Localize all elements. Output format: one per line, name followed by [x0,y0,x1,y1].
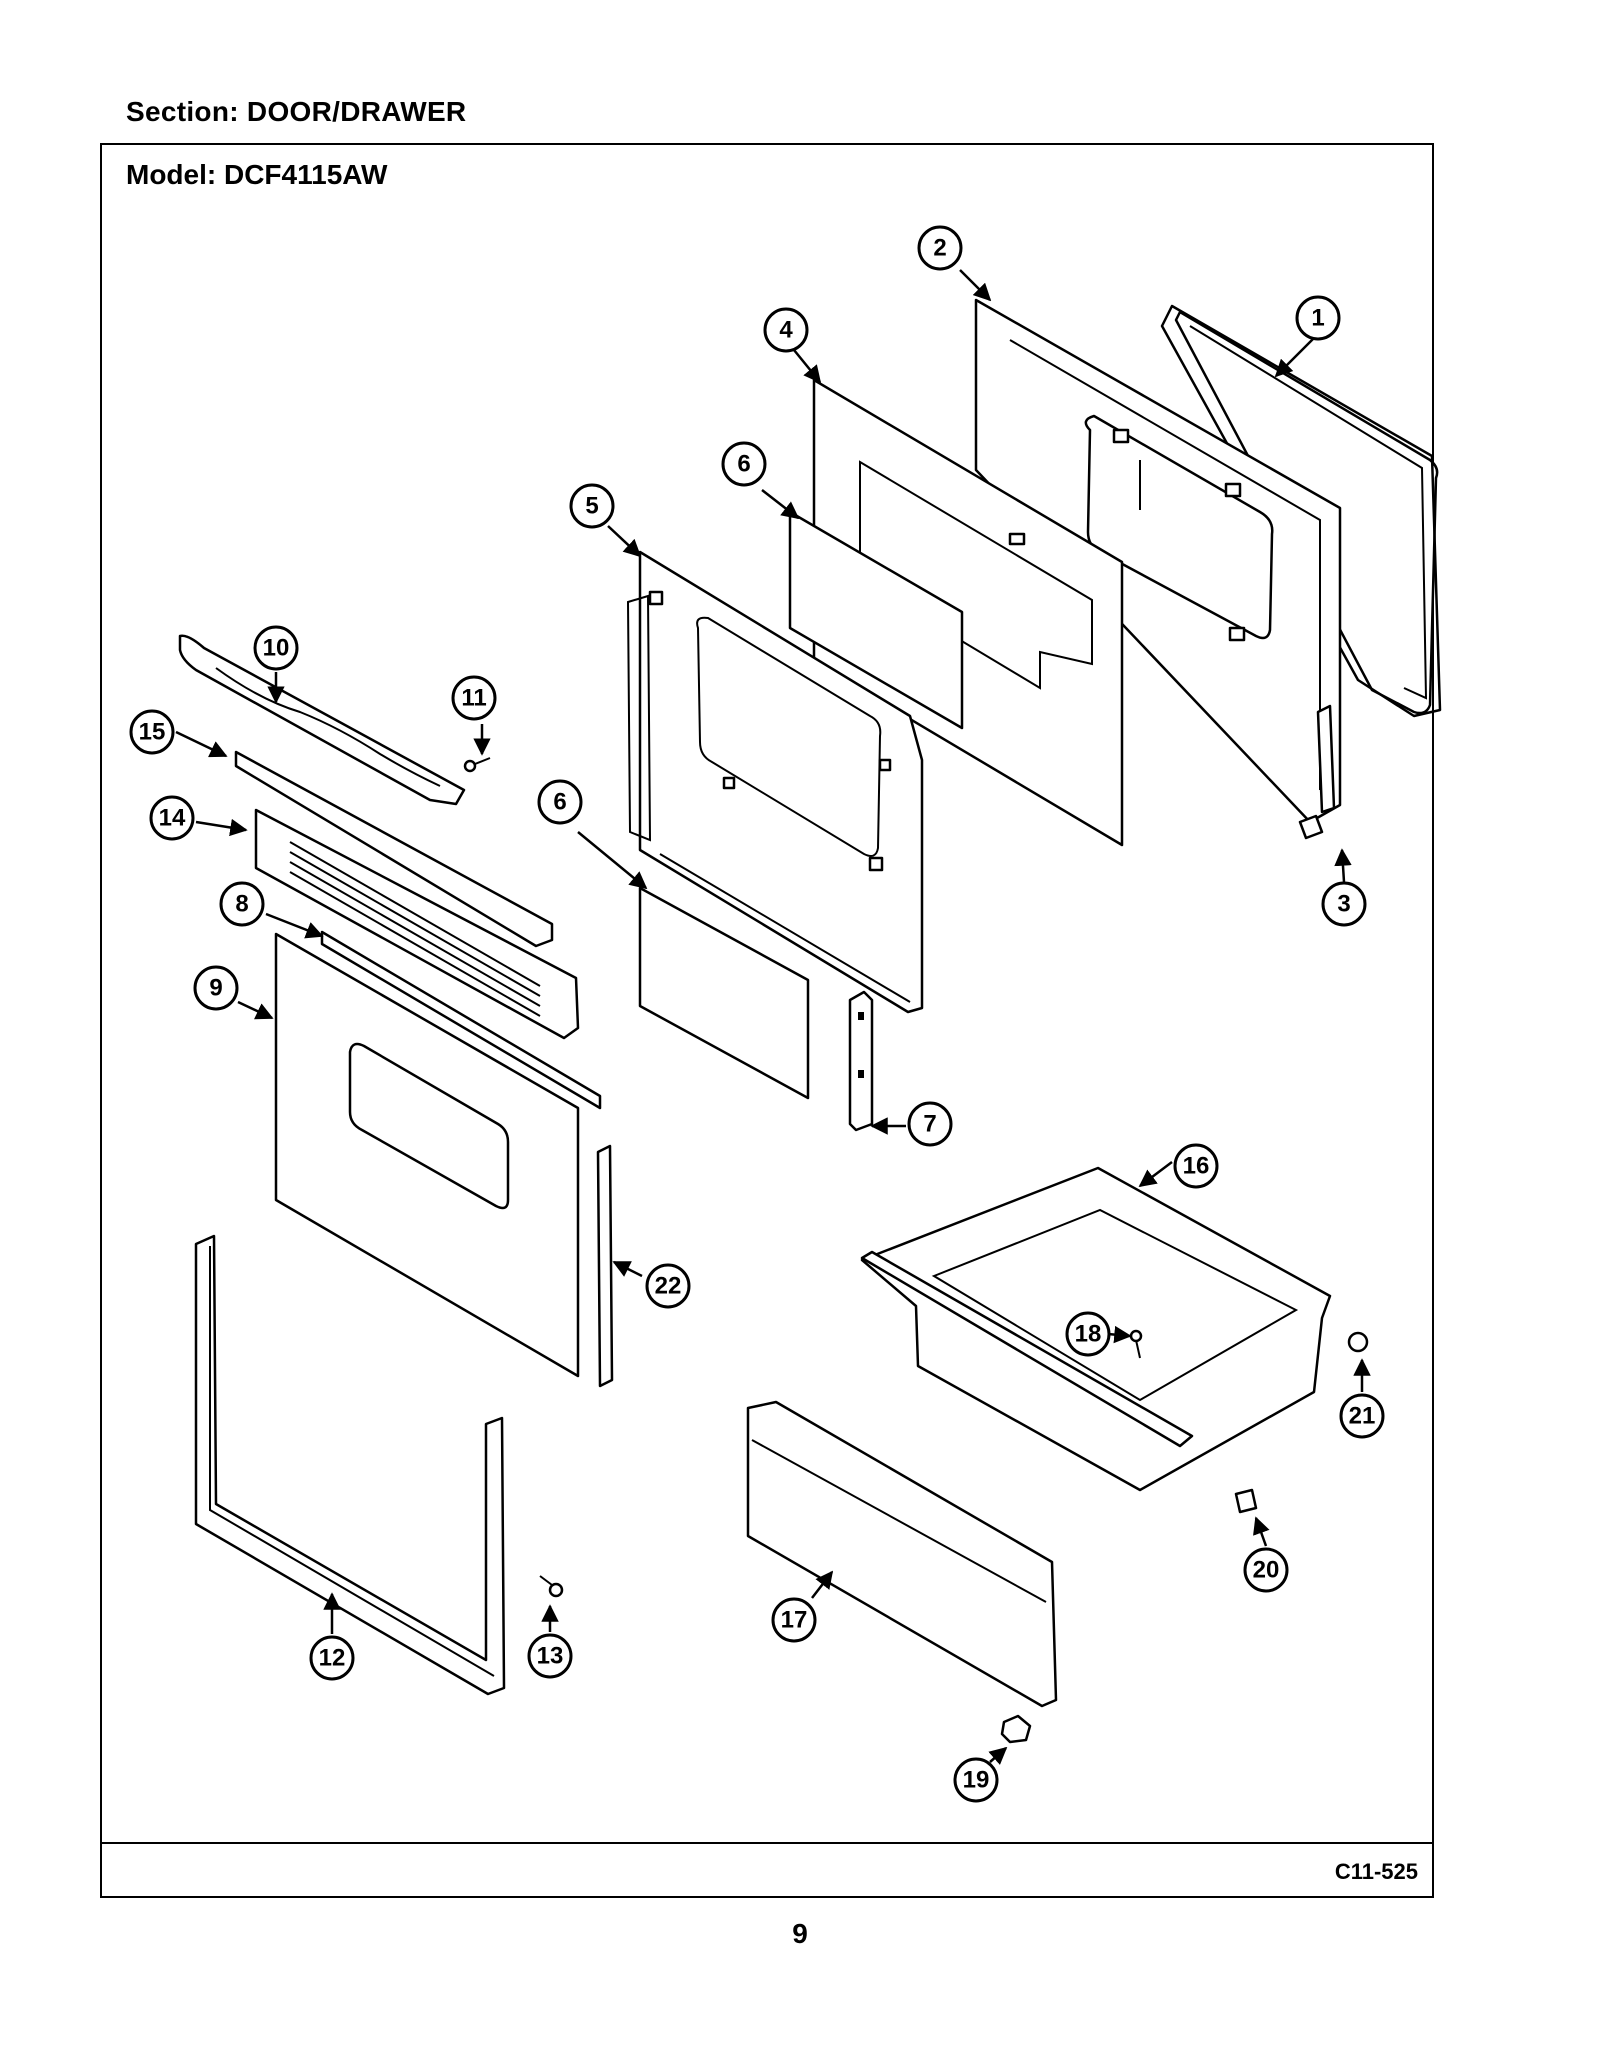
callout-20: 20 [1243,1547,1289,1593]
callout-1: 1 [1295,295,1341,341]
callout-19: 19 [953,1757,999,1803]
callout-13: 13 [527,1633,573,1679]
part-2-inner-door-panel [974,298,1342,824]
part-13-screw [539,1575,564,1598]
model-label: Model: DCF4115AW [126,159,388,190]
callout-16-label: 16 [1183,1153,1210,1180]
callout-9: 9 [193,965,239,1011]
callout-15: 15 [129,709,175,755]
callout-2: 2 [917,225,963,271]
section-title: Section: DOOR/DRAWER [126,96,467,127]
part-20-clip [1234,1488,1258,1514]
callout-12-label: 12 [319,1645,346,1672]
part-5-door-liner [626,550,924,1014]
callout-22-label: 22 [655,1273,682,1300]
callout-5: 5 [569,483,615,529]
diagram-frame: Model: DCF4115AW C11-525 [100,143,1434,1898]
callout-17-label: 17 [781,1607,808,1634]
callout-6b-label: 6 [553,789,566,816]
callout-13-label: 13 [537,1643,564,1670]
callout-8-label: 8 [235,891,248,918]
part-17-drawer-front [746,1400,1058,1708]
part-9-outer-door-panel [274,932,580,1378]
part-6-inner-glass-lower [638,886,810,1100]
callout-18-label: 18 [1075,1321,1102,1348]
callout-10: 10 [253,625,299,671]
callout-20-label: 20 [1253,1557,1280,1584]
callout-7: 7 [907,1101,953,1147]
callout-6b: 6 [537,779,583,825]
callout-12: 12 [309,1635,355,1681]
part-21-glide [1347,1331,1369,1353]
part-7-hinge-bracket [848,990,874,1132]
part-14-vent-panel [254,808,580,1040]
callout-16: 16 [1173,1143,1219,1189]
callout-22: 22 [645,1263,691,1309]
callout-19-label: 19 [963,1767,990,1794]
callout-4: 4 [763,307,809,353]
callout-3: 3 [1321,881,1367,927]
callout-1-label: 1 [1311,305,1324,332]
callout-3-label: 3 [1337,891,1350,918]
callout-2-label: 2 [933,235,946,262]
callout-8: 8 [219,881,265,927]
callout-18: 18 [1065,1311,1111,1357]
callout-6a: 6 [721,441,767,487]
footer-divider [102,1842,1432,1844]
callout-7-label: 7 [923,1111,936,1138]
callout-15-label: 15 [139,719,166,746]
part-6-window-glass-upper [788,510,964,730]
page-number: 9 [792,1918,808,1949]
callout-21: 21 [1339,1393,1385,1439]
part-19-bumper [1000,1714,1032,1744]
leader-lines [175,269,1371,1765]
part-3-clip [1298,814,1324,840]
part-22-side-trim [596,1144,614,1388]
part-11-screw [463,757,491,773]
callout-14-label: 14 [159,805,186,832]
callout-11: 11 [451,675,497,721]
part-12-door-frame [194,1234,506,1696]
callout-14: 14 [149,795,195,841]
part-8-gasket-strip [320,930,602,1110]
callout-6a-label: 6 [737,451,750,478]
part-15-trim-strip [234,750,554,948]
callout-17: 17 [771,1597,817,1643]
part-10-door-handle [178,634,466,806]
callout-21-label: 21 [1349,1403,1376,1430]
callout-11-label: 11 [461,685,486,712]
figure-code: C11-525 [1334,1859,1418,1884]
callout-9-label: 9 [209,975,222,1002]
callout-5-label: 5 [585,493,598,520]
callout-4-label: 4 [779,317,793,344]
callout-10-label: 10 [263,635,290,662]
